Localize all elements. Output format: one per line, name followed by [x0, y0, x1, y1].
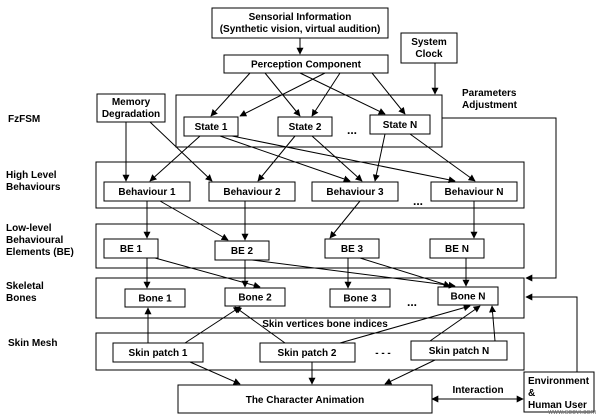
be-2-box: [214, 240, 270, 261]
environment-human-user-box: [523, 371, 595, 413]
interaction-label: Interaction: [452, 385, 503, 396]
layer-label-high-level: High Level Behaviours: [6, 170, 61, 193]
arrow-skin1-bone2: [184, 306, 241, 344]
environment-and-label: &: [528, 388, 535, 399]
arrow-be3-bonen: [359, 257, 451, 288]
arrow-state1-behaviour3: [219, 135, 351, 183]
state-n-label: State N: [383, 120, 417, 131]
arrow-perception-state2b: [311, 72, 341, 117]
layer-label-skeletal: Skeletal Bones: [6, 281, 47, 304]
arrow-environment-bones: [525, 293, 578, 372]
behaviour-1-label: Behaviour 1: [118, 187, 176, 198]
be-3-label: BE 3: [341, 244, 364, 255]
character-animation-box: [177, 384, 433, 414]
arrow-skinn-bonen-b: [489, 305, 497, 342]
parameters-adjustment-label: Parameters: [462, 88, 517, 99]
human-user-label: Human User: [528, 400, 587, 411]
bone-3-box: [329, 288, 391, 308]
bone-2-label: Bone 2: [238, 293, 272, 304]
behaviour-n-label: Behaviour N: [445, 187, 504, 198]
be-1-box: [103, 238, 159, 259]
sensorial-information-box: [211, 7, 389, 39]
connector-arrows: [122, 38, 578, 403]
behaviour-3-label: Behaviour 3: [326, 187, 384, 198]
bone-1-box: [124, 288, 186, 308]
sensorial-information-sublabel: (Synthetic vision, virtual audition): [220, 24, 381, 35]
bones-ellipsis: ...: [407, 295, 417, 309]
bone-1-label: Bone 1: [138, 294, 172, 305]
memory-degradation-box: [96, 93, 166, 123]
state-1-label: State 1: [195, 122, 228, 133]
system-clock-box: [400, 32, 458, 64]
skin-patch-2-label: Skin patch 2: [278, 348, 337, 359]
bone-n-label: Bone N: [451, 292, 486, 303]
arrow-skin2-bone2: [234, 306, 286, 344]
be-n-box: [429, 238, 485, 259]
arrow-state2-behaviour2: [257, 135, 296, 182]
state-1-box: [183, 116, 239, 137]
arrow-skinn-animation: [384, 359, 436, 385]
layer-label-skin: Skin Mesh: [8, 338, 57, 349]
skin-patch-n-label: Skin patch N: [429, 346, 490, 357]
memory-degradation-sublabel: Degradation: [102, 109, 160, 120]
behaviour-2-box: [208, 181, 296, 202]
arrow-skinn-bonen-a: [429, 305, 481, 342]
arrow-staten-behaviour3: [372, 133, 386, 182]
skin-patch-1-box: [112, 342, 204, 363]
be-3-box: [324, 238, 380, 259]
sensorial-information-label: Sensorial Information: [249, 12, 352, 23]
behaviour-2-label: Behaviour 2: [223, 187, 281, 198]
states-ellipsis: ...: [347, 123, 357, 137]
state-2-box: [277, 116, 333, 137]
system-clock-sublabel: Clock: [415, 49, 443, 60]
perception-component-box: [223, 54, 389, 74]
be-1-label: BE 1: [120, 244, 143, 255]
state-n-box: [369, 114, 431, 135]
arrow-behaviour3-be3: [329, 200, 361, 239]
be-n-label: BE N: [445, 244, 469, 255]
character-animation-label: The Character Animation: [246, 395, 365, 406]
layer-label-low-level: Low-level Behavioural Elements (BE): [6, 223, 74, 258]
perception-component-label: Perception Component: [251, 60, 362, 71]
behaviour-3-box: [311, 181, 399, 202]
arrow-behaviour1-be2: [159, 200, 229, 241]
arrow-staten-behaviourn: [409, 133, 476, 182]
arrow-parameters-skeletal: [442, 117, 557, 282]
behaviours-ellipsis: ...: [413, 194, 423, 208]
layer-label-fzfsm: FzFSM: [8, 114, 40, 125]
skin-patch-n-box: [410, 340, 508, 361]
skin-vertices-label: Skin vertices bone indices: [262, 319, 388, 330]
environment-label: Environment: [528, 376, 590, 387]
arrow-perception-state1: [210, 72, 251, 117]
watermark-text: www.soovi.com: [547, 409, 596, 416]
parameters-adjustment-sublabel: Adjustment: [462, 100, 518, 111]
arrow-state1-behaviour1: [149, 135, 201, 182]
bone-3-label: Bone 3: [343, 294, 377, 305]
memory-degradation-label: Memory: [112, 97, 151, 108]
arrow-state1-behaviourn: [231, 135, 456, 184]
arrow-state2-behaviour3: [311, 135, 363, 182]
skin-patch-1-label: Skin patch 1: [129, 348, 188, 359]
be-2-label: BE 2: [231, 246, 254, 257]
skin-ellipsis: - - -: [375, 348, 391, 359]
skin-patch-2-box: [259, 342, 356, 363]
arrow-perception-staten-b: [371, 72, 406, 115]
arrow-memory-behaviour2: [149, 121, 213, 182]
arrow-skin2-bonen: [339, 304, 471, 344]
arrow-be2-bonen: [251, 259, 456, 289]
arrow-perception-state1b: [239, 72, 326, 117]
state-2-label: State 2: [289, 122, 322, 133]
arrow-perception-staten: [299, 72, 386, 115]
system-clock-label: System: [411, 37, 447, 48]
arrow-skin1-animation: [189, 361, 241, 385]
